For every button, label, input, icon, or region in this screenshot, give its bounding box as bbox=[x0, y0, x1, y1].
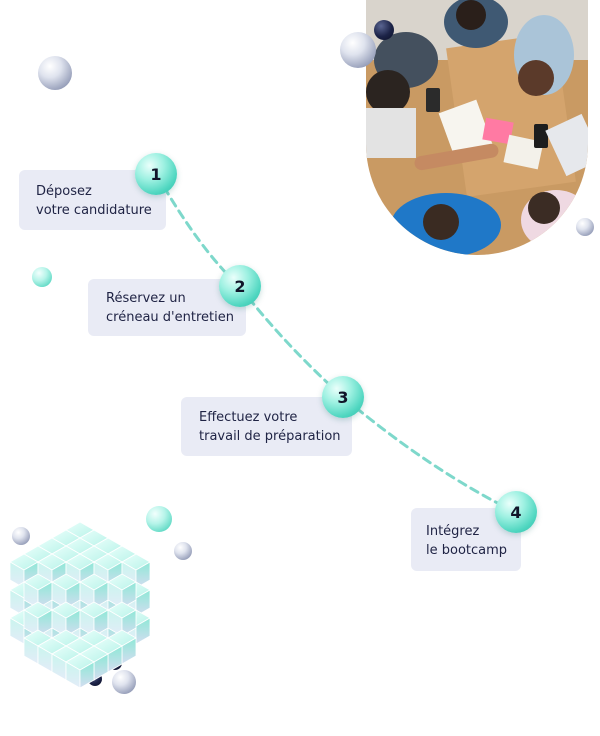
step-1-number-badge: 1 bbox=[135, 153, 177, 195]
team-photo bbox=[366, 0, 588, 255]
sphere-decoration bbox=[576, 218, 594, 236]
sphere-decoration bbox=[38, 56, 72, 90]
sphere-decoration bbox=[12, 527, 30, 545]
step-3-number-badge: 3 bbox=[322, 376, 364, 418]
step-1-line-2: votre candidature bbox=[36, 203, 152, 218]
sphere-decoration bbox=[112, 670, 136, 694]
step-4-number-badge: 4 bbox=[495, 491, 537, 533]
sphere-decoration bbox=[174, 542, 192, 560]
step-3-line-1: Effectuez votre bbox=[199, 410, 298, 425]
sphere-decoration bbox=[146, 506, 172, 532]
step-1-line-1: Déposez bbox=[36, 184, 92, 199]
step-2-line-1: Réservez un bbox=[106, 291, 186, 306]
sphere-decoration bbox=[32, 267, 52, 287]
step-3-line-2: travail de préparation bbox=[199, 429, 341, 444]
step-card-3: Effectuez votre travail de préparation bbox=[181, 397, 352, 456]
sphere-decoration bbox=[340, 32, 376, 68]
step-4-line-1: Intégrez bbox=[426, 524, 480, 539]
step-2-line-2: créneau d'entretien bbox=[106, 310, 234, 325]
cube-cluster-illustration bbox=[9, 521, 151, 689]
step-4-line-2: le bootcamp bbox=[426, 543, 508, 558]
sphere-decoration bbox=[374, 20, 394, 40]
step-2-number-badge: 2 bbox=[219, 265, 261, 307]
